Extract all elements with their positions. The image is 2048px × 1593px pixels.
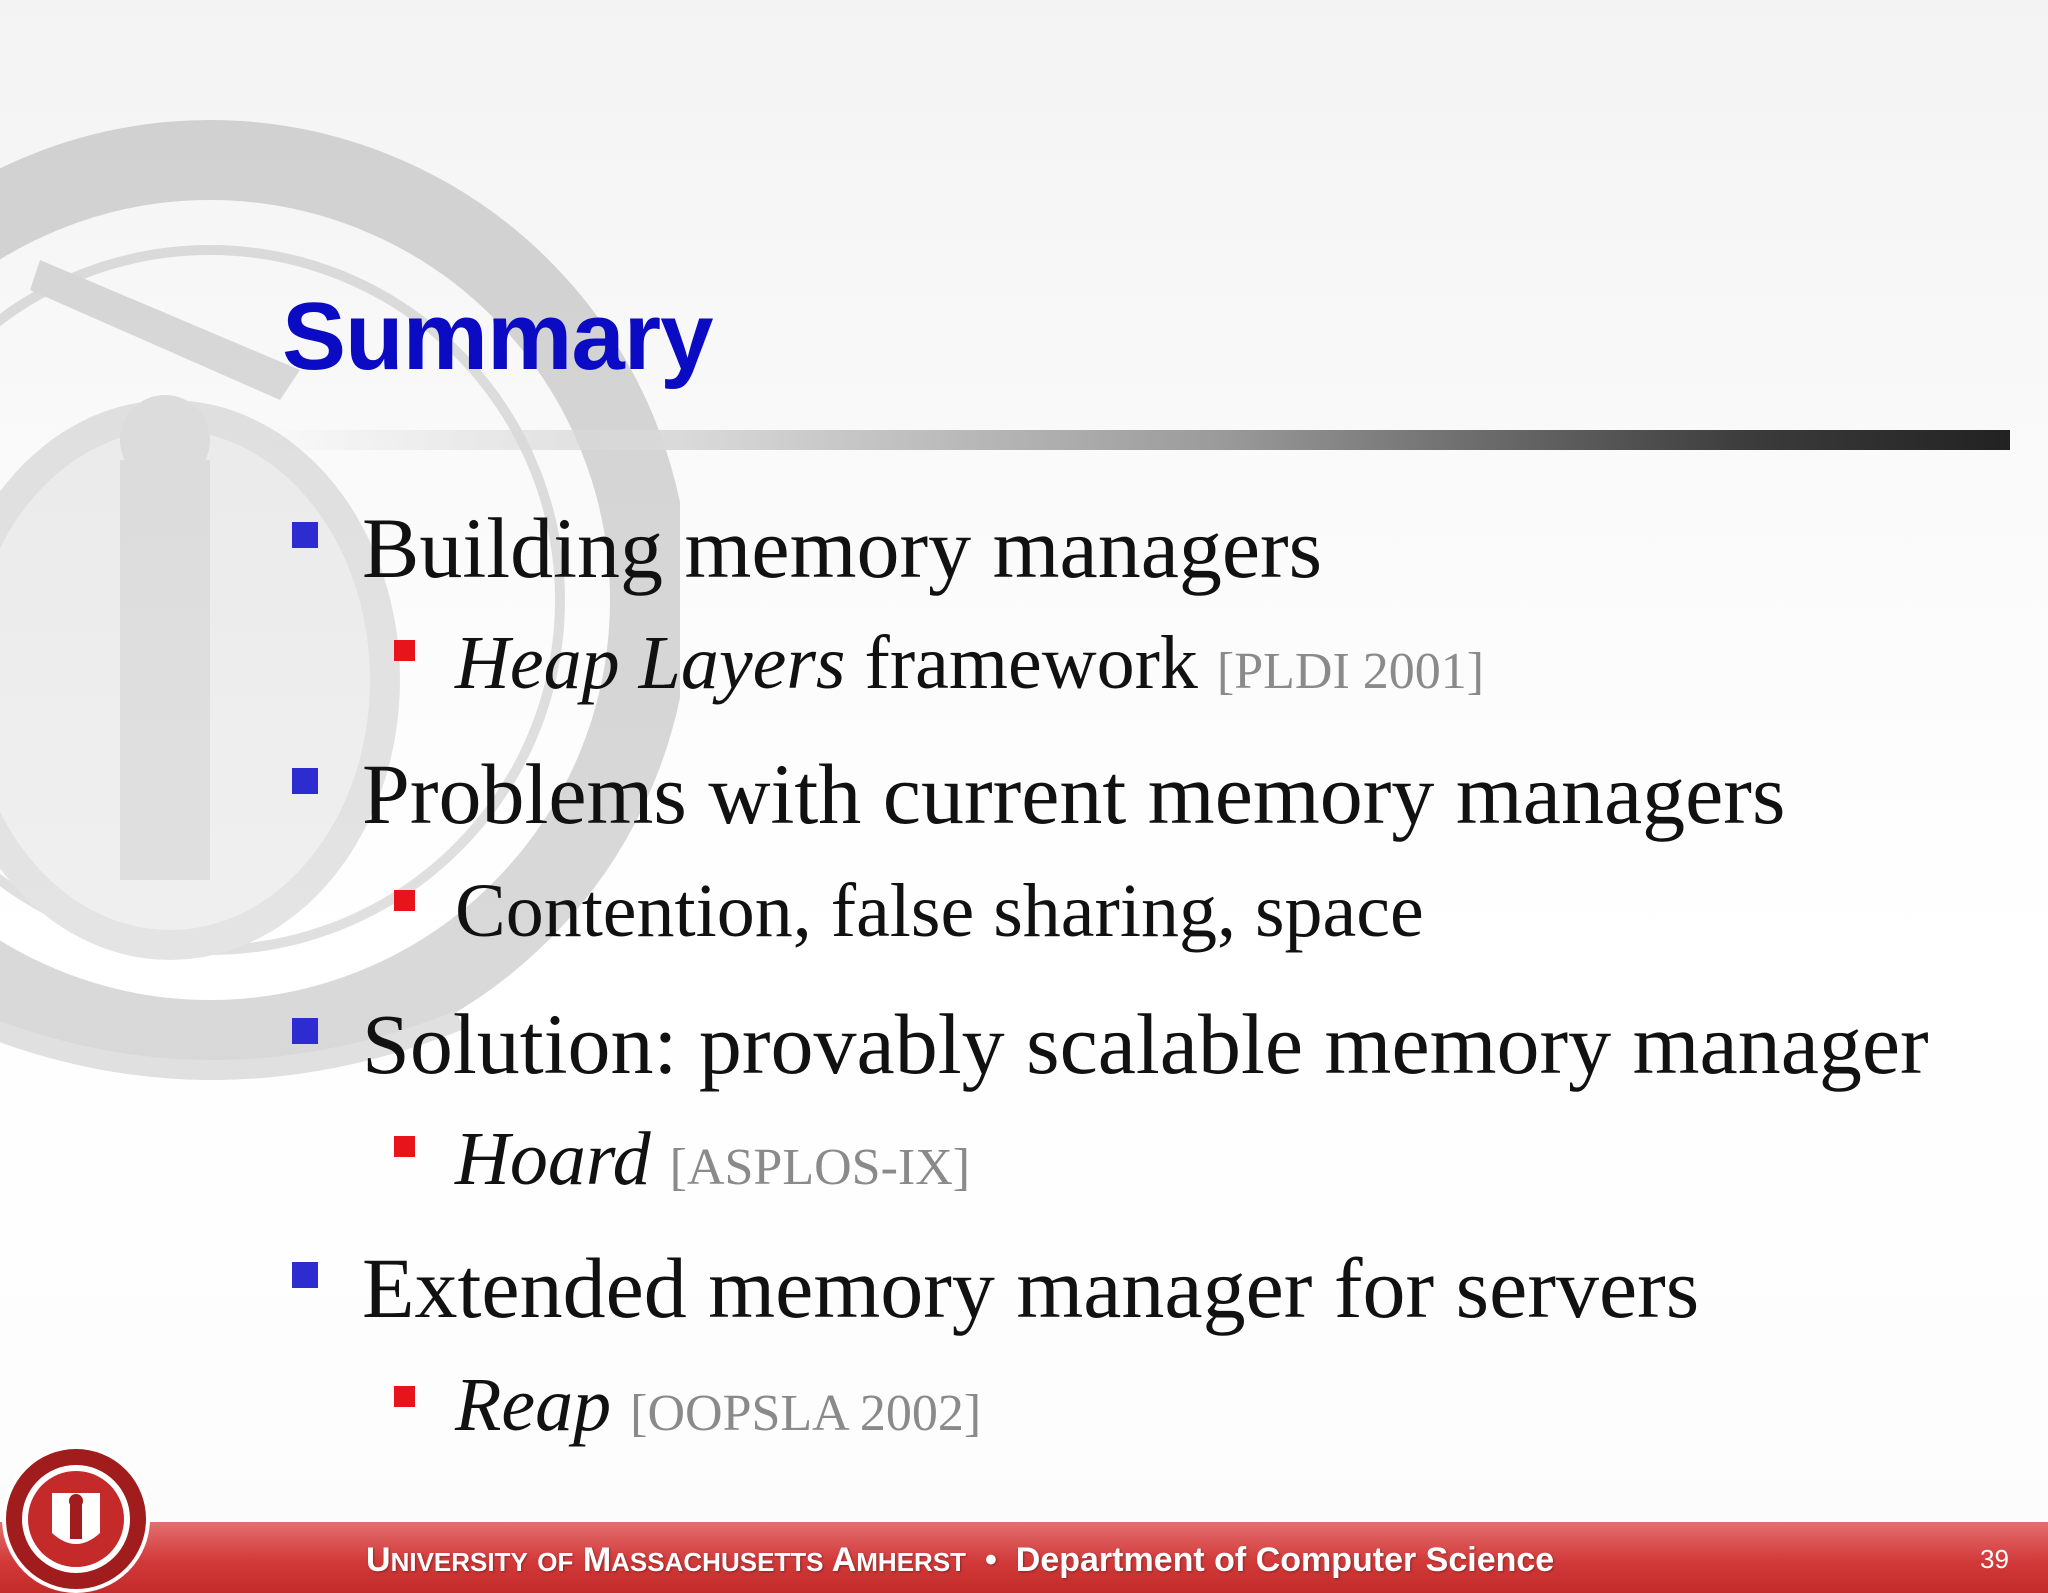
italic-term: Reap bbox=[455, 1363, 612, 1447]
sub-bullet-item: Reap [OOPSLA 2002] bbox=[455, 1362, 981, 1449]
citation: [ASPLOS-IX] bbox=[669, 1139, 971, 1196]
bullet-square-icon bbox=[292, 1262, 318, 1288]
bullet-square-icon bbox=[292, 1018, 318, 1044]
footer-separator: • bbox=[984, 1541, 997, 1579]
umass-seal-logo-icon bbox=[2, 1445, 150, 1593]
title-divider bbox=[262, 430, 2010, 450]
sub-bullet-item: Hoard [ASPLOS-IX] bbox=[455, 1116, 970, 1203]
sub-bullet-text bbox=[611, 1363, 630, 1447]
bullet-item: Building memory managers bbox=[362, 500, 1323, 596]
footer-institution: UNIVERSITY OF MASSACHUSETTS AMHERST • De… bbox=[366, 1541, 1555, 1579]
sub-bullet-square-icon bbox=[394, 1386, 415, 1407]
sub-bullet-text: Contention, false sharing, space bbox=[455, 869, 1424, 953]
page-number: 39 bbox=[1980, 1544, 2009, 1574]
footer-department: Department of Computer Science bbox=[1015, 1541, 1555, 1579]
sub-bullet-text bbox=[651, 1117, 670, 1201]
citation: [OOPSLA 2002] bbox=[630, 1385, 982, 1442]
sub-bullet-text: framework bbox=[845, 621, 1217, 705]
sub-bullet-square-icon bbox=[394, 1136, 415, 1157]
bullet-item: Extended memory manager for servers bbox=[362, 1240, 1700, 1336]
bullet-item: Problems with current memory managers bbox=[362, 746, 1786, 842]
sub-bullet-item: Heap Layers framework [PLDI 2001] bbox=[455, 620, 1484, 707]
slide-title: Summary bbox=[282, 283, 714, 390]
sub-bullet-square-icon bbox=[394, 640, 415, 661]
bullet-square-icon bbox=[292, 522, 318, 548]
italic-term: Heap Layers bbox=[455, 621, 846, 705]
italic-term: Hoard bbox=[455, 1117, 651, 1201]
sub-bullet-item: Contention, false sharing, space bbox=[455, 868, 1424, 955]
bullet-item: Solution: provably scalable memory manag… bbox=[362, 996, 1929, 1092]
bullet-square-icon bbox=[292, 768, 318, 794]
citation: [PLDI 2001] bbox=[1216, 643, 1485, 700]
sub-bullet-square-icon bbox=[394, 890, 415, 911]
footer-bar bbox=[0, 1522, 2048, 1593]
